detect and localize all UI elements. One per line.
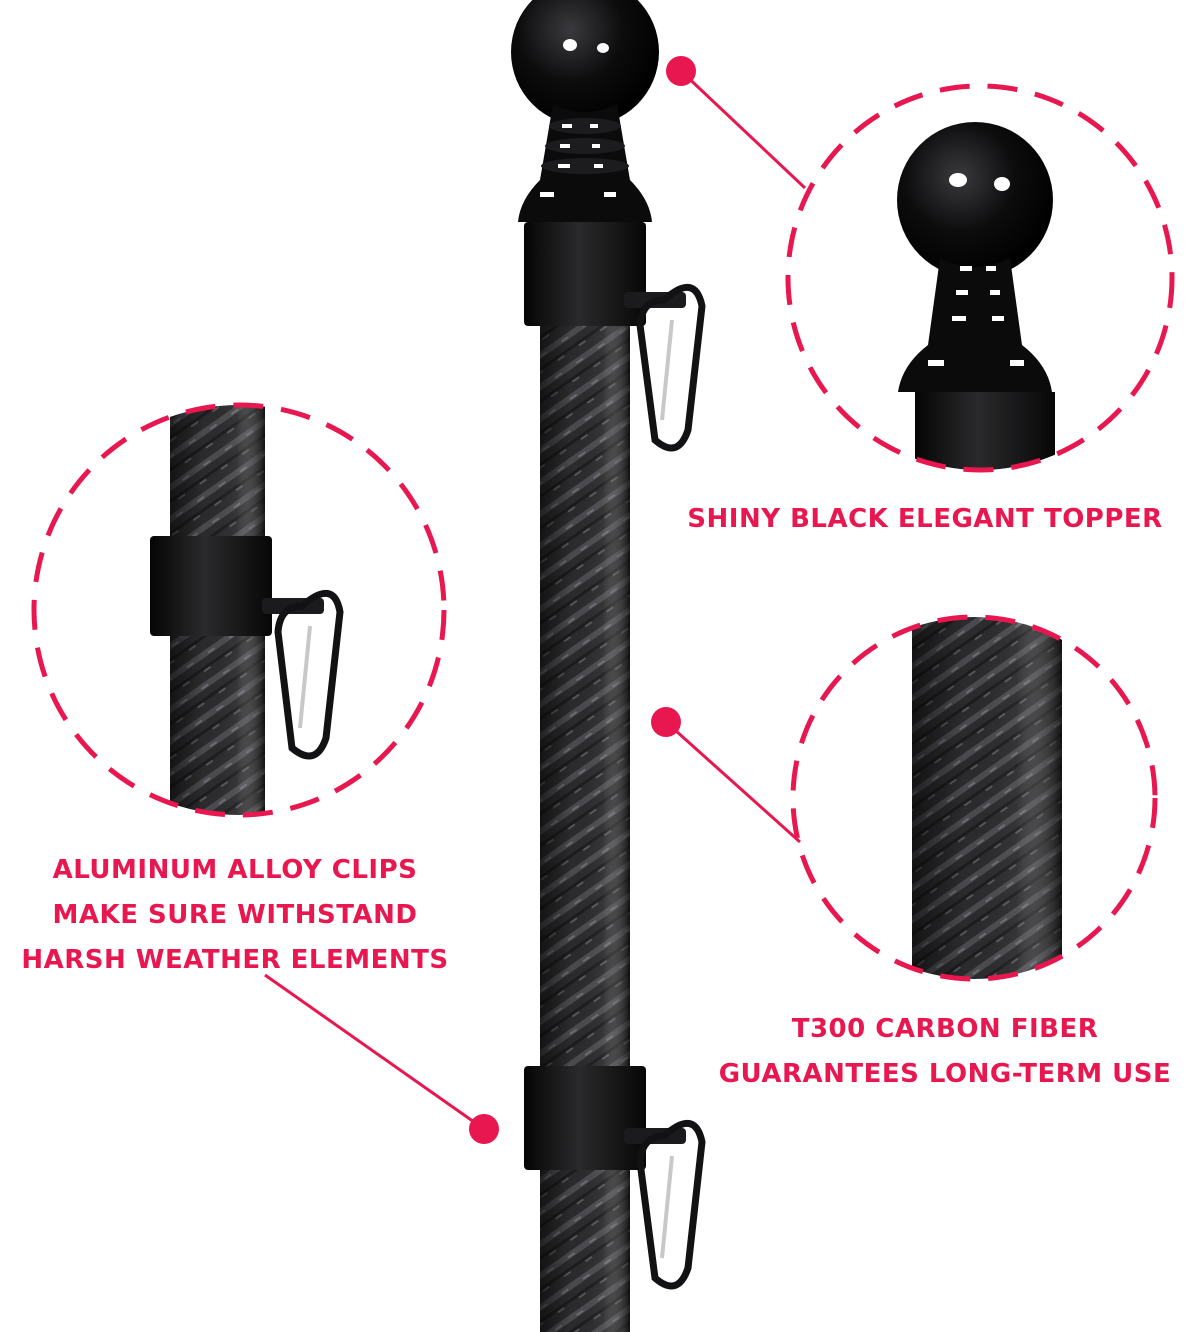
callout-connectors [264, 56, 807, 1144]
topper-caption: SHINY BLACK ELEGANT TOPPER [650, 497, 1200, 542]
caption-line: HARSH WEATHER ELEMENTS [21, 945, 449, 975]
clips-detail-circle [31, 402, 447, 818]
caption-line: SHINY BLACK ELEGANT TOPPER [687, 504, 1163, 534]
topper-callout-line [679, 69, 807, 190]
carbon-caption: T300 CARBON FIBER GUARANTEES LONG-TERM U… [690, 1007, 1200, 1097]
carbon-callout-line [664, 720, 802, 844]
flag-pole [511, 0, 706, 1332]
caption-line: GUARANTEES LONG-TERM USE [718, 1059, 1172, 1089]
finial-topper [511, 0, 659, 326]
clips-caption: ALUMINUM ALLOY CLIPS MAKE SURE WITHSTAND… [0, 848, 470, 983]
caption-line: MAKE SURE WITHSTAND [52, 900, 418, 930]
clips-callout-line [264, 973, 485, 1131]
caption-line: T300 CARBON FIBER [791, 1014, 1099, 1044]
topper-detail-circle [785, 83, 1175, 473]
topper-base-sleeve [524, 222, 646, 326]
upper-rotating-clip [624, 284, 706, 452]
carbon-fiber-detail-circle [790, 614, 1158, 982]
lower-rotating-clip [524, 1066, 706, 1290]
caption-line: ALUMINUM ALLOY CLIPS [52, 855, 418, 885]
